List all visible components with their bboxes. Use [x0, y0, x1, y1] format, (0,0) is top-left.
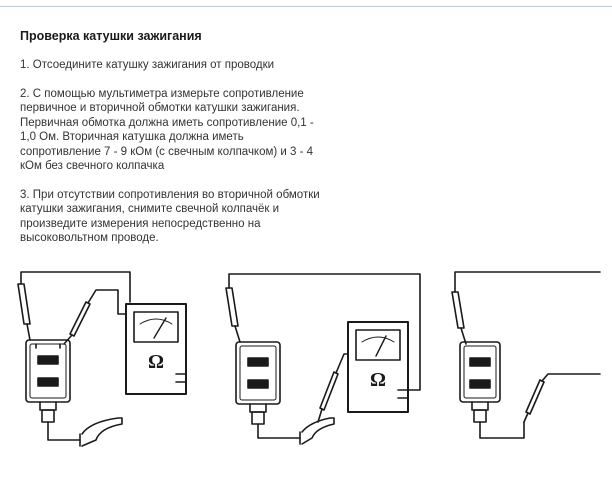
wiring-diagrams: Ω	[0, 262, 612, 484]
test-probe-left	[451, 291, 467, 345]
step-3: 3. При отсутствии сопротивления во втори…	[20, 188, 320, 245]
lead-wire-2	[541, 373, 601, 382]
test-probe-right	[63, 301, 91, 345]
multimeter: Ω	[125, 303, 187, 395]
test-probe-right	[317, 371, 339, 423]
lead-wire-2	[335, 353, 349, 374]
lead-wire-1	[20, 271, 131, 303]
step-1: 1. Отсоедините катушку зажигания от пров…	[20, 59, 275, 71]
ignition-coil	[459, 341, 525, 439]
multimeter: Ω	[347, 321, 409, 413]
lead-wire-1	[228, 273, 421, 391]
instruction-list: 1. Отсоедините катушку зажигания от пров…	[20, 58, 320, 260]
page-title: Проверка катушки зажигания	[20, 29, 202, 43]
ohm-symbol: Ω	[370, 369, 386, 391]
lead-wire-1	[454, 271, 601, 293]
diagram-secondary-winding: Ω	[225, 273, 421, 445]
test-probe-right	[523, 379, 545, 423]
step-2: 2. С помощью мультиметра измерьте сопрот…	[20, 87, 314, 173]
spark-plug-cap	[79, 417, 123, 447]
ohm-symbol: Ω	[148, 351, 164, 373]
diagram-primary-winding: Ω	[17, 271, 187, 447]
lead-wire-2	[87, 289, 127, 315]
top-divider	[0, 6, 612, 7]
test-probe-left	[17, 283, 31, 341]
ignition-coil	[235, 341, 301, 439]
spark-plug-cap	[299, 417, 335, 445]
diagram-hv-wire	[451, 271, 601, 439]
test-probe-left	[225, 287, 241, 343]
ignition-coil	[25, 339, 81, 441]
